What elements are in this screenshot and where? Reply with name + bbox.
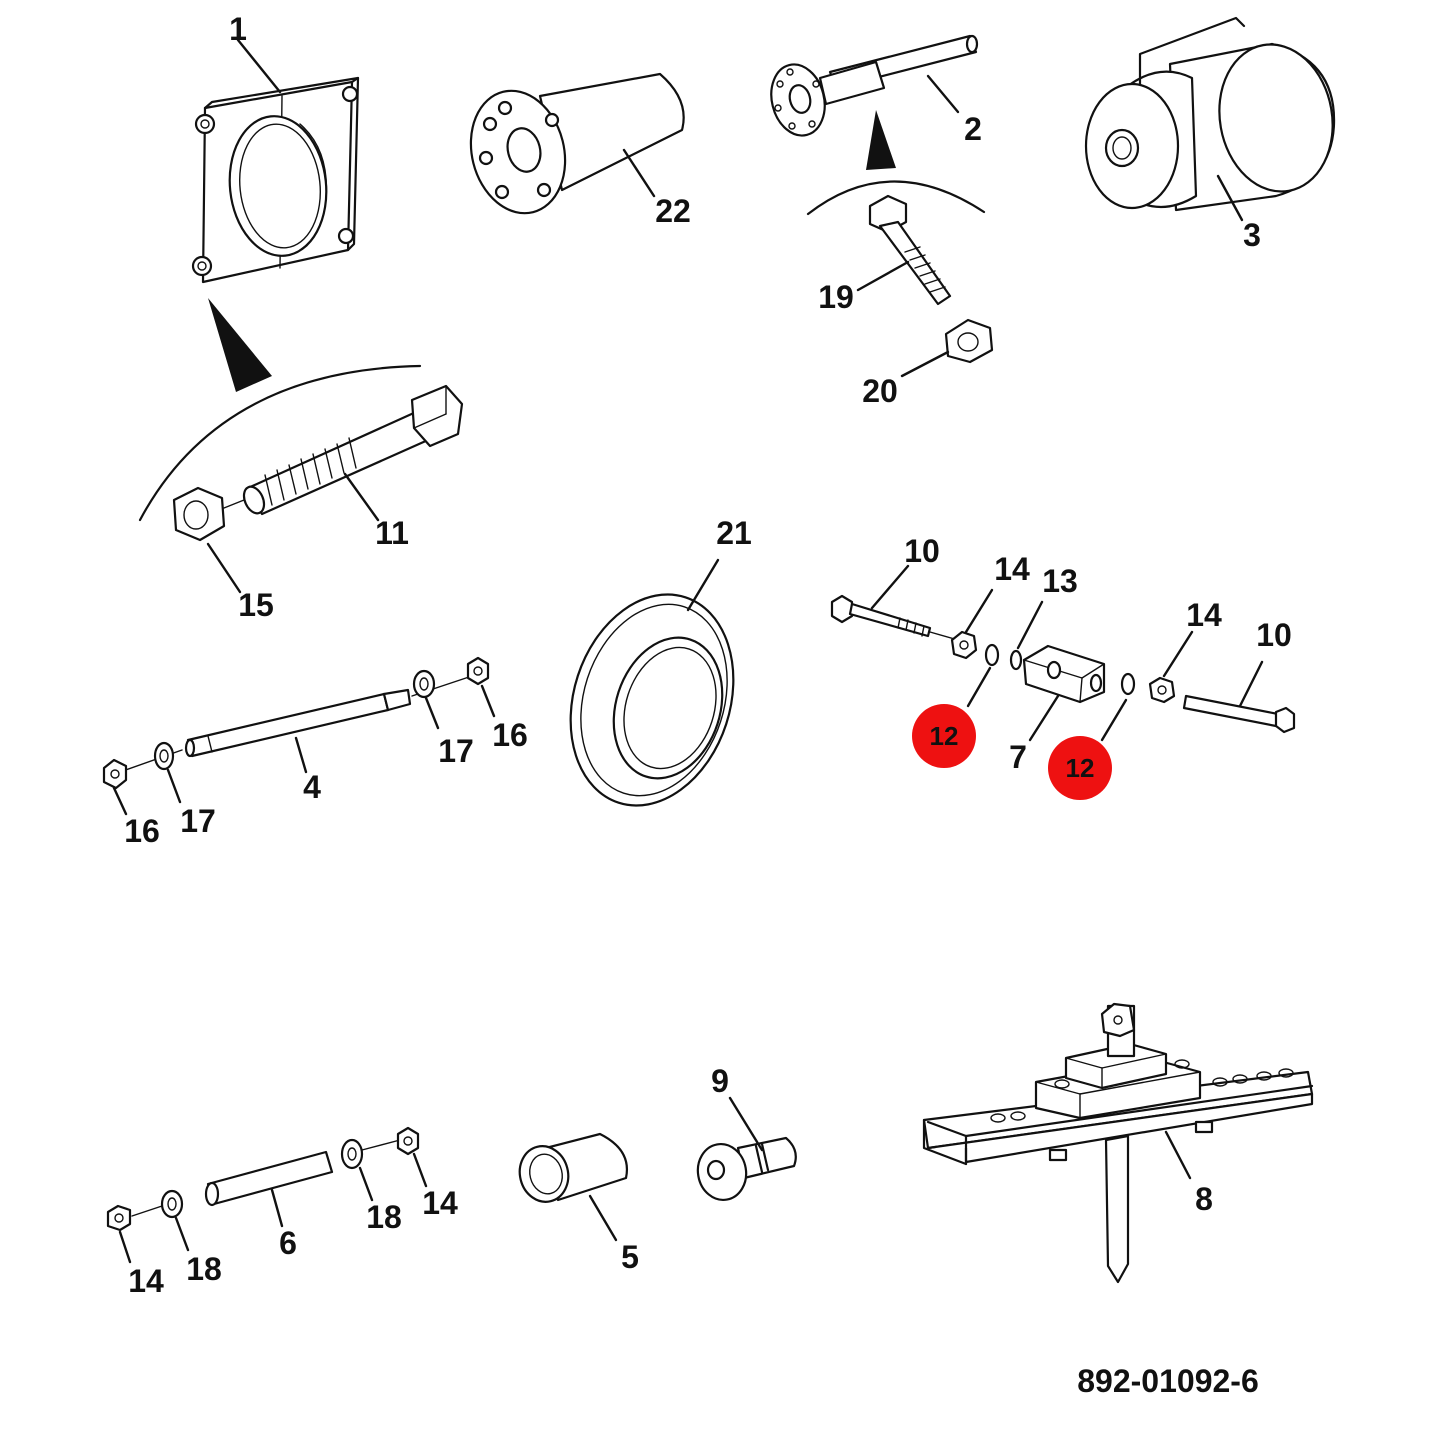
callout-4: 4 [303, 769, 321, 805]
callout-13: 13 [1042, 563, 1078, 599]
part-14-nut-right [1148, 630, 1194, 704]
callout-6: 6 [279, 1225, 297, 1261]
part-9-stepped-pin [696, 1096, 797, 1201]
callout-18-bl: 18 [186, 1251, 222, 1287]
highlight-label-12-right: 12 [1066, 753, 1095, 783]
callout-14-right: 14 [1186, 597, 1222, 633]
part-8-fixture-beam [922, 1002, 1314, 1284]
callout-17-left: 17 [180, 803, 216, 839]
callout-10-left: 10 [904, 533, 940, 569]
highlight-marker-12-right[interactable]: 12 [1048, 736, 1112, 800]
callout-15: 15 [238, 587, 274, 623]
callout-10-right: 10 [1256, 617, 1292, 653]
detail-view-arc-right [806, 110, 986, 216]
part-11-bolt [242, 384, 464, 522]
callout-11: 11 [375, 515, 409, 551]
part-21-seal-ring [569, 558, 735, 807]
callout-7: 7 [1009, 739, 1027, 775]
part-5-bushing [518, 1132, 629, 1242]
part-17-washer-left [153, 741, 182, 804]
part-12-washer-left [966, 643, 1000, 708]
part-18-washer-bl [160, 1189, 190, 1252]
callout-8: 8 [1195, 1181, 1213, 1217]
part-15-hex-nut [172, 486, 245, 594]
callout-2: 2 [964, 111, 982, 147]
callout-16-right: 16 [492, 717, 528, 753]
part-13-washer [1009, 600, 1044, 671]
part-10-bolt-right [1182, 660, 1296, 734]
part-2-puller-rod [770, 34, 979, 137]
part-19-bolt [856, 194, 952, 306]
callout-22: 22 [655, 193, 691, 229]
callout-1: 1 [229, 11, 247, 47]
part-18-washer-br [340, 1138, 374, 1202]
part-17-washer-right [412, 669, 440, 730]
drawing-code: 892-01092-6 [1077, 1363, 1258, 1399]
callout-labels: 1 22 2 3 19 20 11 15 21 10 14 13 14 10 7… [124, 11, 1292, 1299]
part-12-washer-right [1100, 672, 1136, 742]
part-14-nut-left [950, 588, 994, 660]
callout-18-br: 18 [366, 1199, 402, 1235]
part-7-block [1022, 644, 1106, 742]
part-20-nut [900, 318, 994, 378]
callout-16-left: 16 [124, 813, 160, 849]
highlight-label-12-left: 12 [930, 721, 959, 751]
part-22-adapter-sleeve [469, 72, 685, 215]
callout-17-right: 17 [438, 733, 474, 769]
part-4-shaft [119, 675, 473, 774]
callout-14-br: 14 [422, 1185, 458, 1221]
part-6-pin [131, 1139, 401, 1228]
highlight-marker-12-left[interactable]: 12 [912, 704, 976, 768]
part-3-receiver-cup [1084, 16, 1336, 222]
callout-21: 21 [716, 515, 752, 551]
part-14-nut-br [396, 1126, 428, 1188]
part-14-nut-bl [106, 1204, 132, 1264]
part-16-nut-left [102, 758, 128, 816]
part-16-nut-right [466, 656, 496, 718]
callout-9: 9 [711, 1063, 729, 1099]
callout-14-bl: 14 [128, 1263, 164, 1299]
callout-14-left: 14 [994, 551, 1030, 587]
callout-3: 3 [1243, 217, 1261, 253]
callout-20: 20 [862, 373, 898, 409]
part-1-flange-plate [191, 38, 360, 284]
callout-5: 5 [621, 1239, 639, 1275]
part-10-bolt-left [830, 564, 959, 641]
callout-19: 19 [818, 279, 854, 315]
detail-view-arc-left [138, 298, 422, 522]
